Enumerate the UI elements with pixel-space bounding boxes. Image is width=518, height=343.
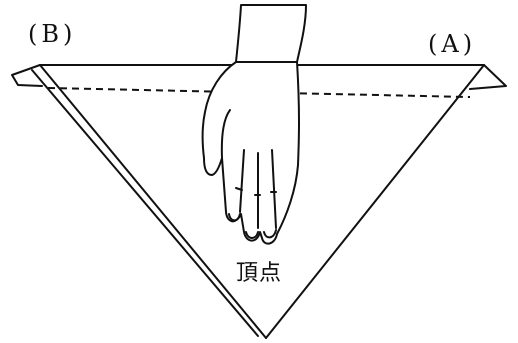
apex-label: 頂点: [236, 263, 282, 285]
hand-illustration: [203, 5, 306, 244]
corner-b-label: (B): [28, 22, 76, 46]
corner-a-label: (A): [428, 32, 476, 56]
